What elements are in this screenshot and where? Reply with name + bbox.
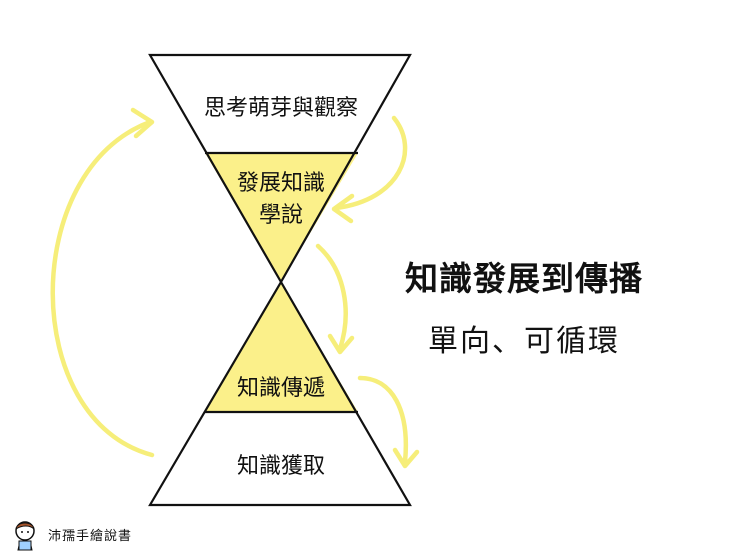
lower-mid-fill bbox=[205, 282, 358, 412]
flow-arrow-3 bbox=[357, 375, 409, 465]
flow-arrow-1 bbox=[333, 115, 408, 211]
upper-mid-fill bbox=[205, 153, 358, 282]
stage-label-upper-mid-line1: 發展知識 bbox=[237, 171, 325, 196]
flow-arrow-2-head bbox=[327, 333, 355, 355]
flow-arrow-1-head bbox=[331, 193, 355, 224]
stage-label-top: 思考萌芽與觀察 bbox=[204, 96, 358, 121]
flow-arrow-3-head bbox=[392, 447, 420, 469]
avatar-icon bbox=[15, 521, 35, 551]
brand-name: 沛孺手繪說書 bbox=[48, 528, 133, 544]
hourglass-outline bbox=[148, 53, 412, 507]
brand: 沛孺手繪說書 bbox=[8, 516, 132, 552]
subline: 單向、可循環 bbox=[428, 324, 620, 359]
headline: 知識發展到傳播 bbox=[405, 259, 643, 298]
flow-arrow-2 bbox=[315, 243, 348, 352]
stage-label-lower-mid: 知識傳遞 bbox=[237, 376, 325, 401]
loop-arrow bbox=[50, 119, 155, 458]
stage-label-upper-mid-line2: 學說 bbox=[259, 203, 303, 228]
stage-label-bottom: 知識獲取 bbox=[237, 454, 325, 479]
loop-arrow-head bbox=[130, 107, 155, 139]
